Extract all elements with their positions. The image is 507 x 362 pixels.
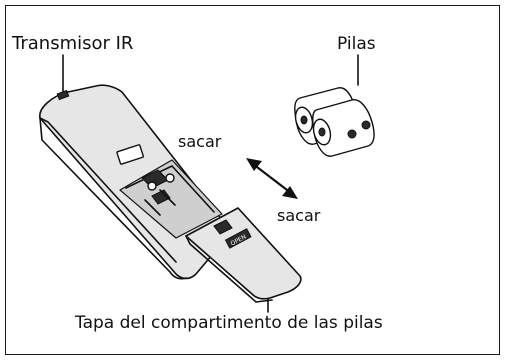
figure-frame	[5, 5, 500, 355]
battery-cover-label: Tapa del compartimento de las pilas	[75, 313, 383, 333]
batteries-icon	[294, 87, 375, 157]
cover-arrow-icon	[213, 219, 233, 235]
remove-arrow-icon	[246, 158, 298, 199]
battery-cover: OPEN	[185, 207, 302, 303]
batteries-label: Pilas	[337, 34, 376, 54]
ir-window-icon	[56, 89, 70, 101]
ir-transmitter-label: Transmisor IR	[12, 33, 134, 54]
cover-open-tab	[224, 228, 252, 249]
remote-control	[39, 84, 231, 280]
remove-label-bottom: sacar	[277, 206, 321, 225]
label-plate	[116, 144, 145, 165]
remove-label-top: sacar	[178, 132, 222, 151]
